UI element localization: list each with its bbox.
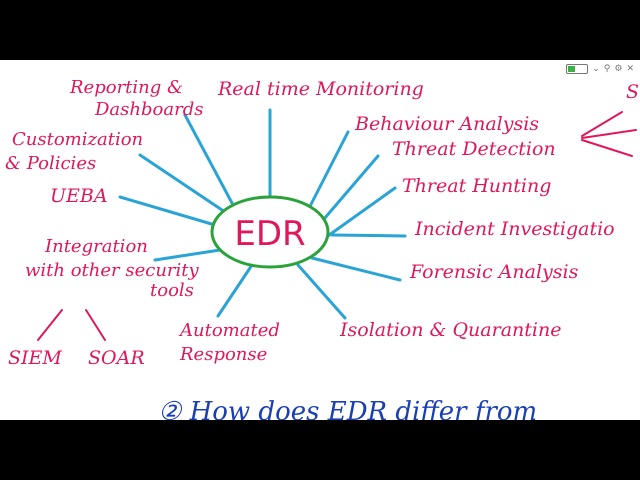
chevron-down-icon[interactable]: ⌄ bbox=[592, 64, 600, 74]
edr-center-ellipse bbox=[210, 195, 330, 269]
node-forensic: Forensic Analysis bbox=[409, 261, 579, 283]
edr-mind-map: EDR Reporting & Dashboards Real time Mon… bbox=[5, 77, 639, 420]
pin-icon[interactable]: ⚲ bbox=[603, 64, 611, 74]
whiteboard-toolbar: ⌄ ⚲ ⚙ ✕ bbox=[566, 62, 634, 76]
tools-icon[interactable]: ⚙ bbox=[614, 64, 623, 74]
battery-icon bbox=[566, 64, 589, 74]
sub-node-siem: SIEM bbox=[8, 347, 62, 369]
node-threat-detection: Threat Detection bbox=[392, 138, 556, 160]
node-realtime: Real time Monitoring bbox=[217, 78, 424, 100]
node-customization: Customization & Policies bbox=[5, 129, 149, 174]
node-isolation: Isolation & Quarantine bbox=[339, 319, 561, 341]
spoke-isolation bbox=[296, 263, 347, 320]
branch-soar bbox=[85, 309, 106, 341]
branch-right-top bbox=[581, 111, 623, 137]
spoke-incident bbox=[330, 233, 407, 238]
node-integration: Integration with other security tools bbox=[25, 236, 204, 301]
close-icon[interactable]: ✕ bbox=[626, 64, 634, 74]
node-behaviour: Behaviour Analysis bbox=[354, 113, 539, 135]
letterbox-bottom bbox=[0, 420, 640, 480]
spoke-reporting bbox=[183, 113, 242, 220]
question-text: ② How does EDR differ from bbox=[158, 397, 537, 420]
whiteboard-frame: ⌄ ⚲ ⚙ ✕ EDR Reporting & Dashboards Real … bbox=[0, 60, 640, 420]
spoke-threat-detection bbox=[316, 154, 380, 228]
branch-right-mid bbox=[581, 129, 637, 139]
branch-siem bbox=[37, 309, 63, 341]
spoke-customization bbox=[138, 153, 227, 214]
spoke-threat-hunting bbox=[323, 186, 397, 240]
node-automated: Automated Response bbox=[178, 320, 286, 365]
node-incident: Incident Investigatio bbox=[414, 218, 615, 240]
spoke-integration bbox=[153, 248, 222, 262]
edr-center-label: EDR bbox=[234, 214, 305, 254]
spoke-forensic bbox=[310, 256, 402, 282]
letterbox-top bbox=[0, 0, 640, 60]
spoke-automated bbox=[216, 263, 254, 318]
node-ueba: UEBA bbox=[50, 185, 108, 207]
branch-right-low bbox=[581, 139, 633, 157]
node-threat-hunting: Threat Hunting bbox=[402, 175, 551, 197]
sub-node-partial-right: S bbox=[626, 81, 639, 103]
sub-node-soar: SOAR bbox=[88, 347, 145, 369]
node-reporting: Reporting & Dashboards bbox=[69, 77, 203, 120]
spoke-ueba bbox=[118, 195, 217, 227]
